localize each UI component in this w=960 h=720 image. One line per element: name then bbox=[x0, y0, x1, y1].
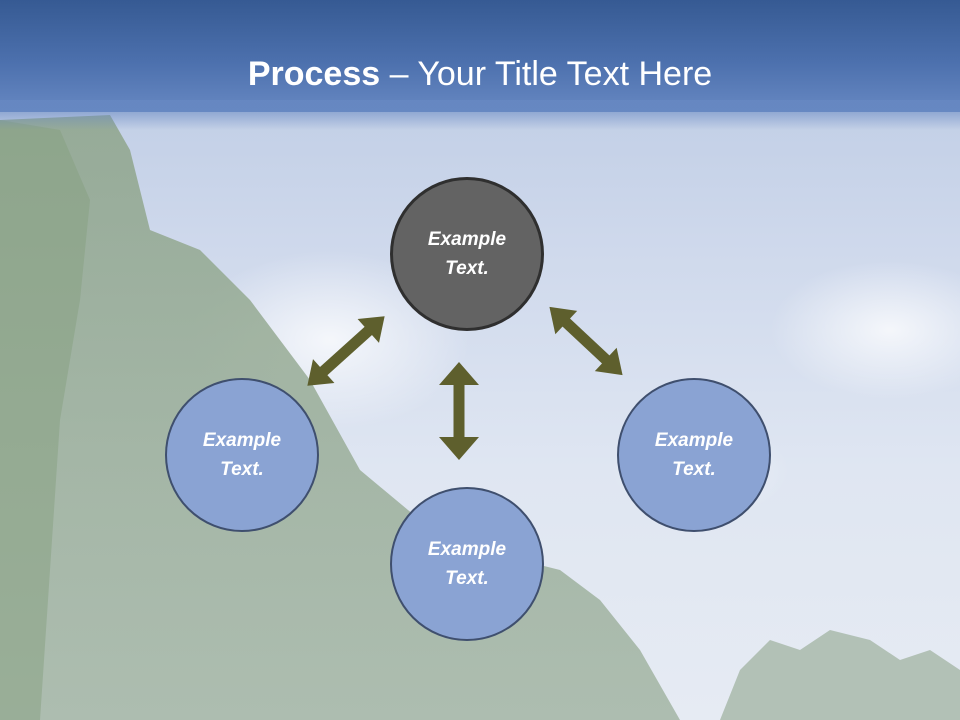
node-left-label: Example Text. bbox=[202, 430, 282, 480]
process-node-right[interactable]: Example Text. bbox=[617, 378, 771, 532]
slide-title[interactable]: Process – Your Title Text Here bbox=[0, 52, 960, 96]
node-right-label: Example Text. bbox=[654, 430, 734, 480]
process-node-top[interactable]: Example Text. bbox=[390, 177, 544, 331]
title-bold: Process bbox=[247, 55, 381, 93]
title-rest: Your Title Text Here bbox=[417, 55, 713, 93]
node-bottom-label: Example Text. bbox=[427, 539, 507, 589]
center-double-arrow[interactable] bbox=[439, 362, 479, 460]
node-top-label: Example Text. bbox=[427, 229, 507, 279]
process-node-bottom[interactable]: Example Text. bbox=[390, 487, 544, 641]
title-bar-fade bbox=[0, 100, 960, 130]
left-double-arrow[interactable] bbox=[297, 304, 396, 397]
title-dash: – bbox=[380, 55, 418, 93]
process-node-left[interactable]: Example Text. bbox=[165, 378, 319, 532]
title-bar bbox=[0, 0, 960, 112]
right-double-arrow[interactable] bbox=[539, 295, 634, 387]
